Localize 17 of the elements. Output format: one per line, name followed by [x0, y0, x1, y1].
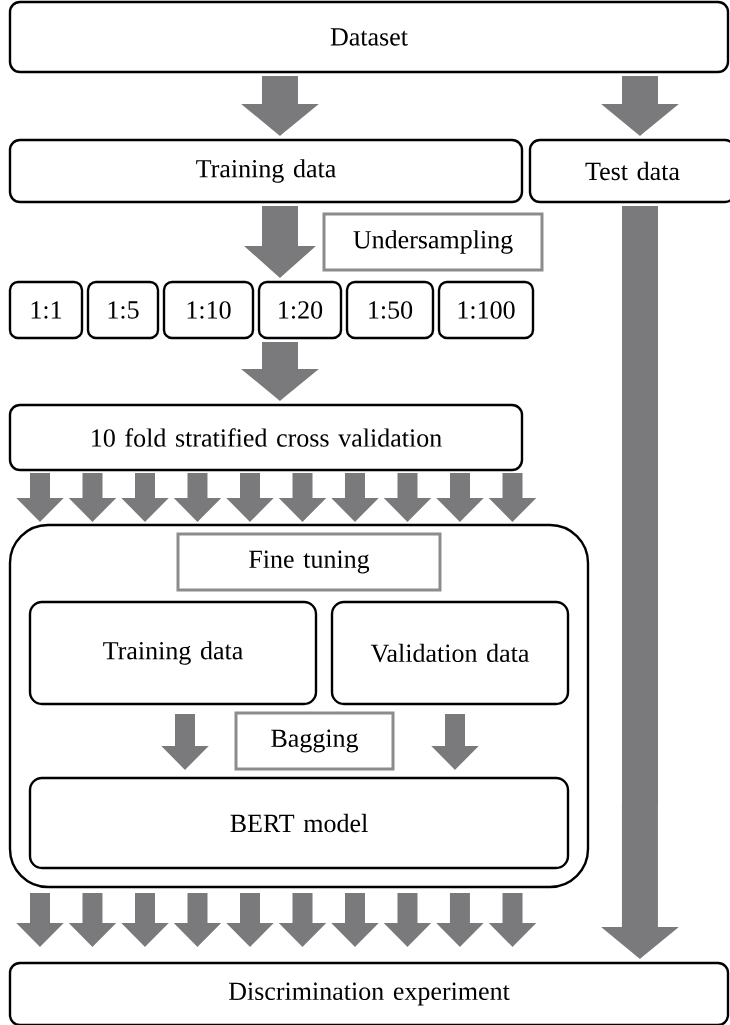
process-box: Test data — [528, 138, 730, 204]
process-box: 1:5 — [86, 280, 160, 340]
process-box: Dataset — [8, 0, 730, 74]
process-box: Discrimination experiment — [8, 961, 730, 1025]
step-label-box: Undersampling — [322, 212, 544, 272]
process-box: BERT model — [28, 776, 570, 870]
process-box: 1:10 — [162, 280, 255, 340]
step-label-box: Fine tuning — [176, 532, 442, 592]
process-box: 1:100 — [437, 280, 535, 340]
process-box: Training data — [8, 138, 524, 204]
step-label-box: Bagging — [234, 711, 395, 771]
process-box: 1:20 — [257, 280, 343, 340]
process-box: 1:1 — [8, 280, 84, 340]
process-box: Training data — [28, 600, 318, 706]
process-box: 1:50 — [345, 280, 435, 340]
process-box: Validation data — [330, 600, 570, 706]
process-box: 10 fold stratified cross validation — [8, 403, 524, 472]
